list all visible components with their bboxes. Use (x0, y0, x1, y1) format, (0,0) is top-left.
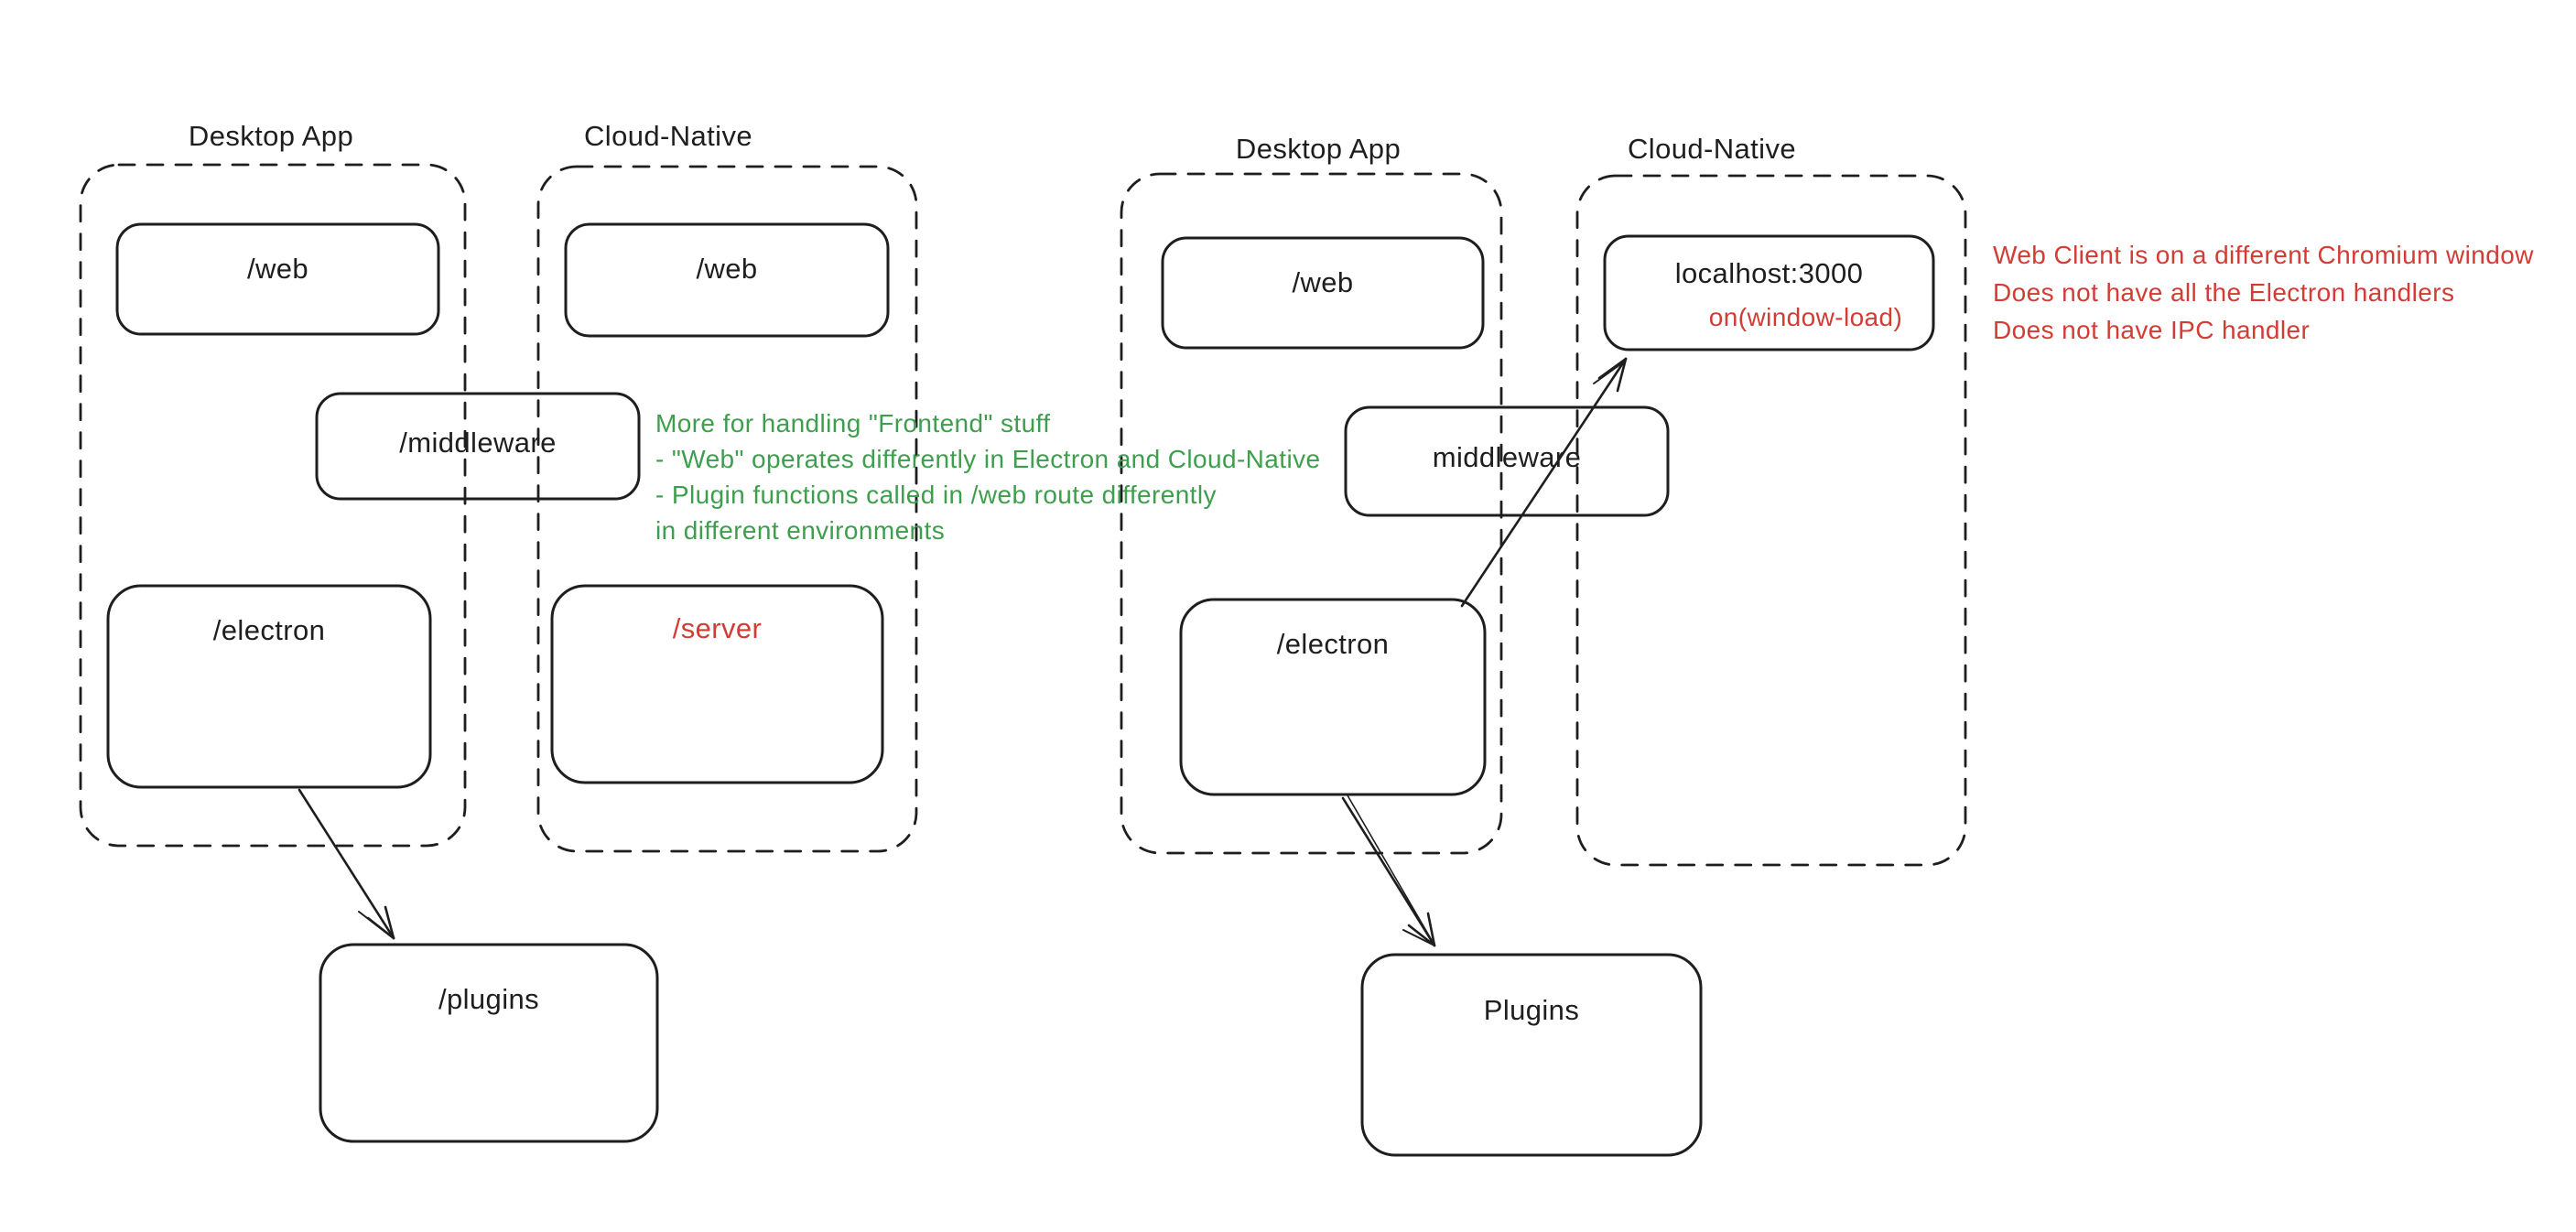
right-plugins-label: Plugins (1483, 994, 1580, 1026)
note-line: in different environments (655, 516, 946, 545)
left-server-label: /server (672, 612, 763, 644)
right-desktop-app-container (1120, 172, 1503, 855)
left-electron-label: /electron (212, 614, 326, 646)
right-electron-label: /electron (1276, 628, 1390, 660)
left-desktop-app-container (79, 163, 467, 848)
right-arrow-electron-to-localhost (1460, 357, 1628, 608)
right-electron-box (1179, 598, 1487, 796)
right-cloud-native-container (1575, 174, 1967, 867)
right-annotation-note: Web Client is on a different Chromium wi… (1993, 236, 2534, 349)
right-localhost-label: localhost:3000 (1674, 257, 1864, 289)
right-middleware-box (1344, 405, 1670, 517)
left-electron-box (106, 584, 432, 789)
right-plugins-box (1360, 953, 1703, 1157)
left-plugins-label: /plugins (438, 983, 540, 1015)
left-cloud-native-label: Cloud-Native (584, 120, 752, 152)
left-middleware-label: /middleware (399, 427, 557, 459)
left-web-cloud-box (564, 222, 890, 338)
left-web-cloud-label: /web (696, 253, 758, 285)
left-middleware-box (315, 392, 641, 501)
right-arrow-electron-to-plugins (1341, 794, 1436, 947)
right-localhost-box (1603, 234, 1935, 351)
right-desktop-app-label: Desktop App (1235, 133, 1402, 165)
note-line: - "Web" operates differently in Electron… (655, 445, 1321, 473)
right-cloud-native-label: Cloud-Native (1628, 133, 1796, 165)
note-line: - Plugin functions called in /web route … (655, 481, 1217, 509)
left-annotation-note: More for handling "Frontend" stuff - "We… (655, 405, 1320, 548)
note-line: More for handling "Frontend" stuff (655, 409, 1051, 438)
left-plugins-box (319, 943, 659, 1143)
left-web-desktop-label: /web (246, 253, 309, 285)
left-arrow-electron-to-plugins (298, 788, 395, 940)
right-web-label: /web (1292, 266, 1354, 298)
note-line: Does not have IPC handler (1993, 316, 2311, 344)
left-web-desktop-box (115, 222, 440, 336)
note-line: Web Client is on a different Chromium wi… (1993, 241, 2534, 269)
left-desktop-app-label: Desktop App (188, 120, 354, 152)
right-middleware-label: middleware (1432, 441, 1582, 473)
note-line: Does not have all the Electron handlers (1993, 278, 2455, 307)
right-web-box (1161, 236, 1485, 350)
left-server-box (550, 584, 884, 784)
left-cloud-native-container (536, 165, 918, 853)
right-localhost-event-label: on(window-load) (1708, 303, 1903, 331)
